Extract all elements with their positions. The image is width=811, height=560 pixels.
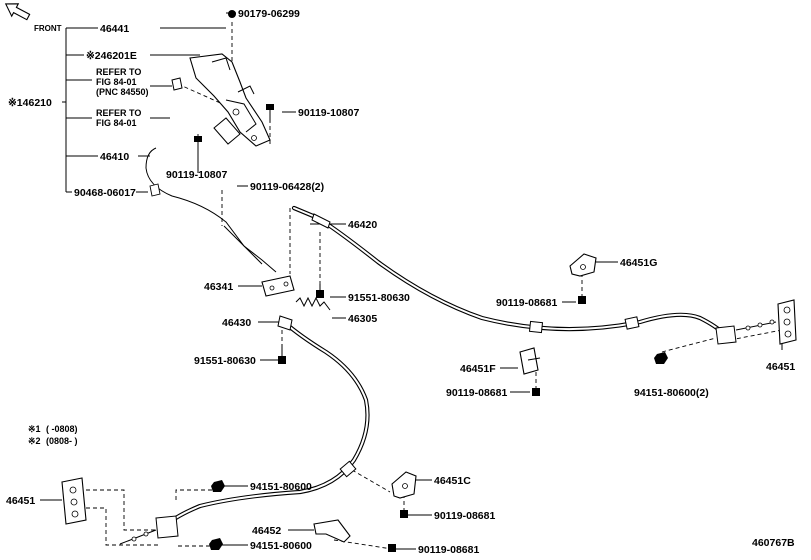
label-90119-08681-a: 90119-08681 bbox=[496, 297, 557, 309]
label-91551-80630-a: 91551-80630 bbox=[348, 292, 410, 304]
cable-end-left bbox=[119, 515, 179, 545]
label-fig-84-01-2: FIG 84-01 bbox=[96, 118, 137, 128]
bolt-90119-08681-a bbox=[578, 296, 586, 304]
bolt-91551-80630-a bbox=[316, 284, 324, 298]
label-90119-10807-b: 90119-10807 bbox=[166, 169, 227, 181]
label-46201E: ※246201E bbox=[86, 50, 137, 62]
label-refer-to-1: REFER TO bbox=[96, 67, 141, 77]
bolt-90119-08681-c bbox=[400, 510, 408, 518]
diagram-code: 460767B bbox=[752, 537, 795, 549]
label-90119-08681-d: 90119-08681 bbox=[418, 544, 479, 556]
label-46451G: 46451G bbox=[620, 257, 657, 269]
label-46441: 46441 bbox=[100, 23, 129, 35]
note-range-2: (0808- ) bbox=[46, 436, 78, 446]
label-46451-right: 46451 bbox=[766, 361, 795, 373]
nut-94151-80600-b bbox=[209, 538, 223, 550]
bolt-90119-10807-upper bbox=[266, 104, 274, 122]
bolt-90179-06299 bbox=[228, 10, 236, 18]
label-46451C: 46451C bbox=[434, 475, 471, 487]
bolt-91551-80630-b bbox=[278, 344, 286, 364]
bracket-46451G bbox=[569, 253, 597, 277]
label-46451F: 46451F bbox=[460, 363, 496, 375]
bracket-46452 bbox=[313, 519, 351, 543]
label-90119-08681-c: 90119-08681 bbox=[434, 510, 495, 522]
front-arrow-icon bbox=[4, 3, 31, 21]
cable-46430 bbox=[165, 315, 370, 527]
bracket-46451F bbox=[519, 347, 541, 375]
note-range-1: ( -0808) bbox=[46, 424, 78, 434]
label-90119-08681-b: 90119-08681 bbox=[446, 387, 507, 399]
label-90119-06428: 90119-06428(2) bbox=[250, 181, 324, 193]
label-94151-80600-a: 94151-80600 bbox=[250, 481, 312, 493]
label-91551-80630-b: 91551-80630 bbox=[194, 355, 256, 367]
label-refer-to-2: REFER TO bbox=[96, 108, 141, 118]
cable-46420 bbox=[291, 205, 727, 337]
label-46410: 46410 bbox=[100, 151, 129, 163]
bolt-90119-08681-b bbox=[532, 388, 540, 396]
bolt-90119-08681-d bbox=[388, 544, 396, 552]
parking-brake-lever-assembly bbox=[189, 53, 271, 147]
label-90468-06017: 90468-06017 bbox=[74, 187, 136, 199]
label-94151-80600-b: 94151-80600 bbox=[250, 540, 312, 552]
nut-94151-80600-a bbox=[211, 480, 225, 492]
label-46430: 46430 bbox=[222, 317, 251, 329]
spring-46305 bbox=[295, 296, 331, 311]
label-90119-10807-a: 90119-10807 bbox=[298, 107, 359, 119]
bracket-46451C bbox=[391, 471, 417, 499]
note-mark-2: ※2 bbox=[28, 436, 41, 446]
plate-46451-left bbox=[61, 477, 87, 525]
label-46341: 46341 bbox=[204, 281, 233, 293]
label-46451-left: 46451 bbox=[6, 495, 35, 507]
cable-46410 bbox=[145, 147, 277, 273]
label-fig-84-01-1: FIG 84-01 bbox=[96, 77, 137, 87]
label-46452: 46452 bbox=[252, 525, 281, 537]
leader-lines bbox=[40, 12, 783, 550]
label-46305: 46305 bbox=[348, 313, 377, 325]
label-46420: 46420 bbox=[348, 219, 377, 231]
front-label: FRONT bbox=[34, 24, 62, 33]
nut-94151-80600-2 bbox=[654, 352, 668, 364]
dashed-guides bbox=[86, 22, 783, 550]
label-90179-06299: 90179-06299 bbox=[238, 8, 300, 20]
cable-end-right bbox=[715, 319, 777, 345]
equalizer-46341 bbox=[261, 275, 295, 297]
note-mark-1: ※1 bbox=[28, 424, 41, 434]
label-pnc-84550: (PNC 84550) bbox=[96, 87, 149, 97]
bolt-90119-10807-lower bbox=[194, 136, 202, 152]
plate-46451-right bbox=[777, 299, 797, 345]
label-94151-80600-2: 94151-80600(2) bbox=[634, 387, 709, 399]
clip-refer-fig bbox=[171, 77, 183, 91]
label-46210: ※146210 bbox=[8, 97, 52, 109]
